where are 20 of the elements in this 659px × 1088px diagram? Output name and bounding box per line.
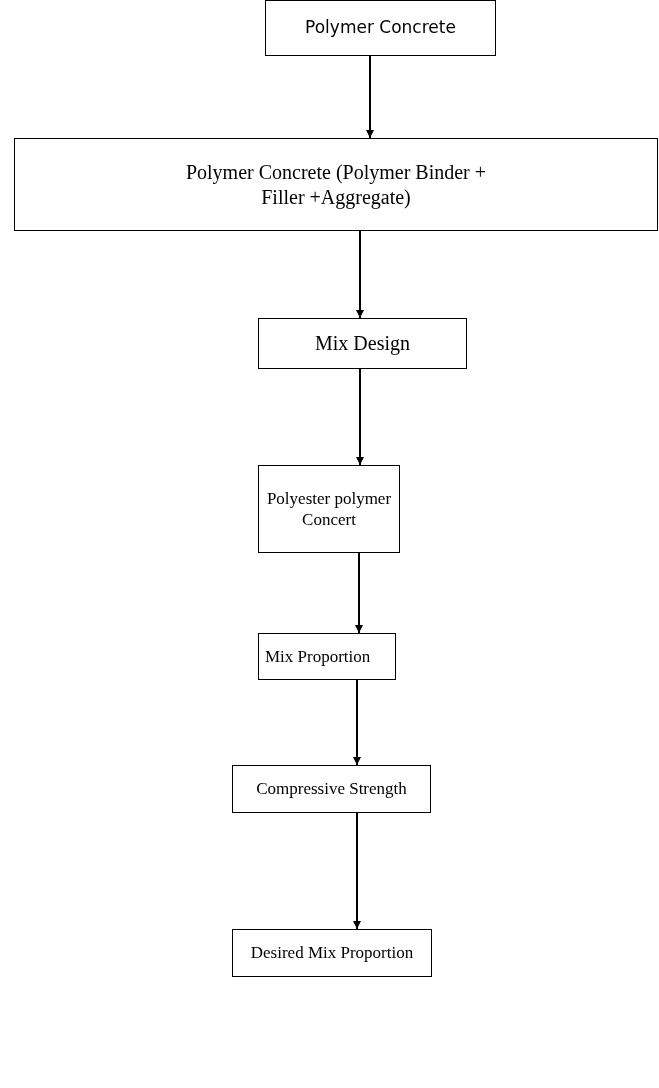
arrow [356, 368, 364, 466]
process-box [232, 765, 431, 813]
box-label: Mix Design [315, 331, 410, 356]
arrow [353, 812, 361, 930]
box-label: Polyester polymer Concert [265, 487, 393, 531]
process-box [258, 633, 396, 680]
process-box [258, 318, 467, 369]
arrow [353, 679, 361, 766]
box-label: Compressive Strength [256, 778, 407, 800]
box-label: Polymer Concrete (Polymer Binder + Filler +Aggregate) [184, 159, 488, 210]
process-box [265, 0, 496, 56]
arrow [366, 55, 374, 139]
process-box [14, 138, 658, 231]
process-box [258, 465, 400, 553]
process-box [232, 929, 432, 977]
box-label: Mix Proportion [265, 645, 371, 668]
box-label: Desired Mix Proportion [250, 942, 414, 964]
box-label: Polymer Concrete [305, 17, 456, 39]
arrow [355, 552, 363, 634]
arrow [356, 230, 364, 319]
